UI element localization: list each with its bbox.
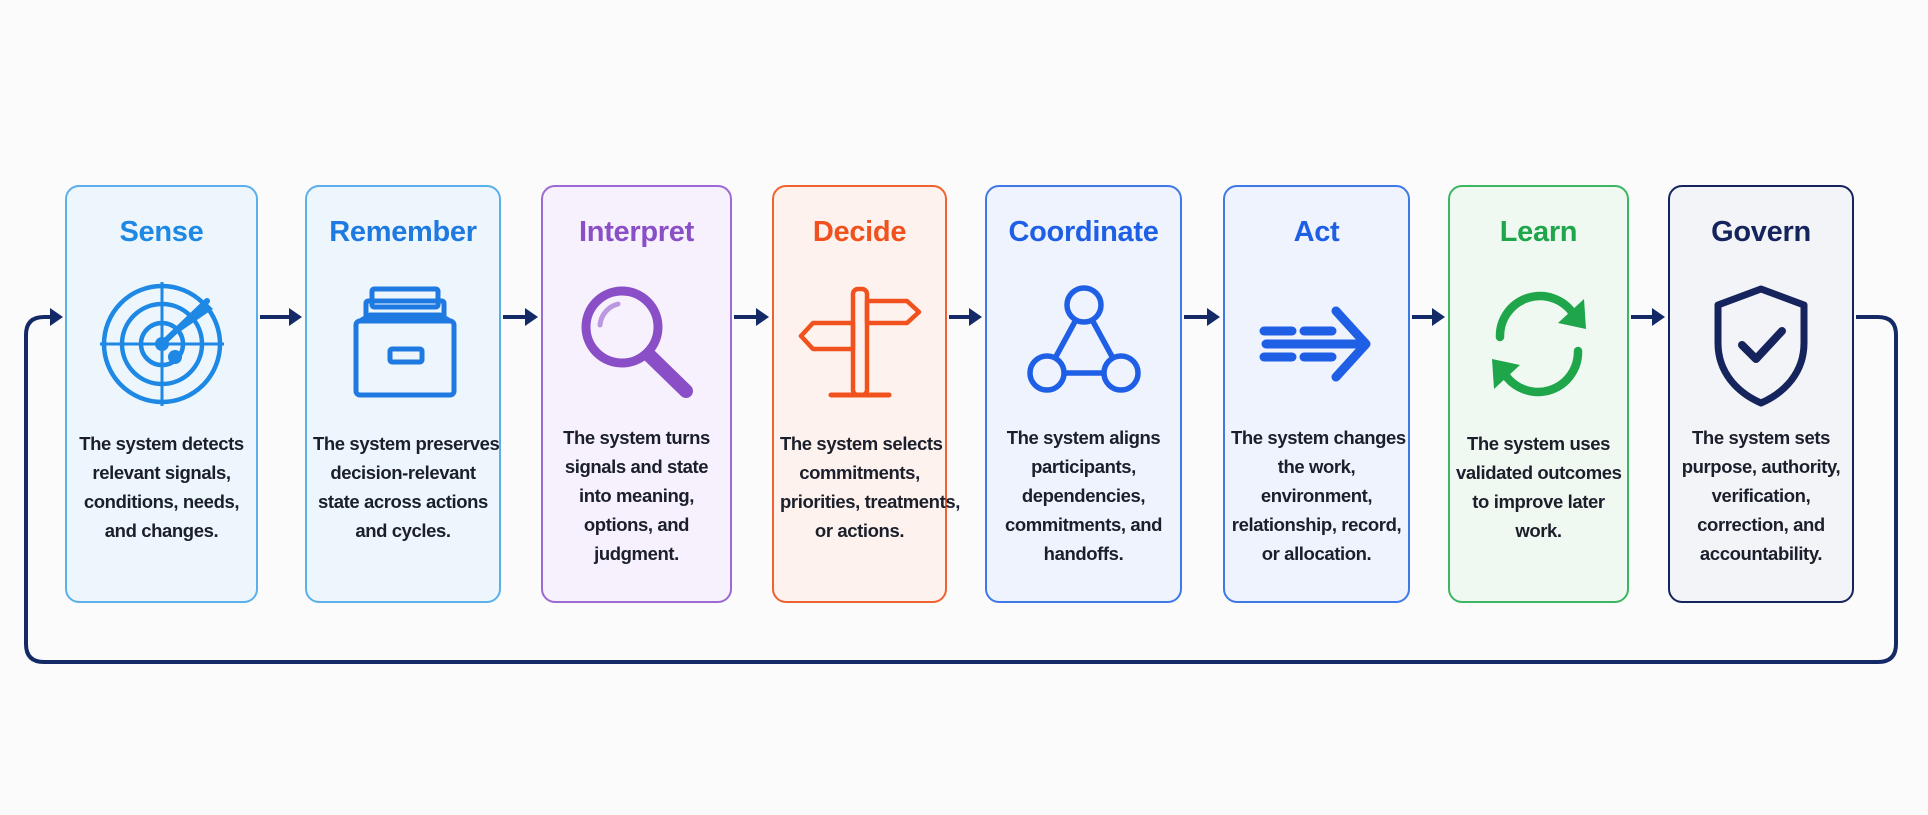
stage-title: Coordinate [1008, 216, 1159, 248]
stage-title: Learn [1499, 216, 1578, 248]
stage-description: The system preserves decision-relevant sta… [313, 429, 500, 545]
description-line: or allocation. [1261, 543, 1372, 564]
stage-description: The system uses validated outcomes to impr… [1456, 429, 1622, 545]
network-nodes-icon [1019, 279, 1149, 409]
description-line: the work, [1277, 456, 1356, 477]
stage-title: Interpret [579, 216, 694, 248]
feedback-loop-line [24, 315, 1898, 664]
description-line: participants, [1031, 456, 1136, 477]
description-line: judgment. [594, 543, 679, 564]
signpost-icon [795, 279, 925, 409]
stage-card-govern: Govern The system sets purpose, authority… [1668, 185, 1854, 603]
description-line: environment, [1260, 485, 1373, 506]
description-line: handoffs. [1043, 543, 1124, 564]
connector-arrowhead [969, 308, 982, 326]
description-line: correction, and [1697, 514, 1825, 535]
description-line: relevant signals, [92, 462, 231, 483]
description-line: purpose, authority, [1681, 456, 1841, 477]
description-line: The system turns [563, 427, 710, 448]
magnifier-icon [572, 279, 702, 409]
refresh-cycle-icon [1474, 279, 1604, 409]
description-line: or actions. [814, 520, 905, 541]
connector-arrowhead [525, 308, 538, 326]
stage-description: The system selects commitments, priorities… [780, 429, 960, 545]
description-line: commitments, [799, 462, 920, 483]
stage-description: The system changes the work, environment, r… [1231, 423, 1406, 568]
stage-card-coordinate: Coordinate The system aligns participants… [985, 185, 1182, 603]
stage-card-remember: Remember The system preserves decision-re… [305, 185, 501, 603]
description-line: to improve later [1472, 491, 1605, 512]
stage-title: Sense [119, 216, 204, 248]
stage-title: Remember [329, 216, 477, 248]
stage-card-sense: Sense The system detects relevant signals… [65, 185, 258, 603]
description-line: The system detects [79, 433, 244, 454]
description-line: relationship, record, [1231, 514, 1402, 535]
stage-description: The system detects relevant signals, condi… [73, 429, 250, 545]
description-line: state across actions [318, 491, 488, 512]
stage-title: Act [1293, 216, 1340, 248]
description-line: verification, [1711, 485, 1811, 506]
description-line: accountability. [1699, 543, 1823, 564]
description-line: The system uses [1466, 433, 1611, 454]
description-line: The system sets [1692, 427, 1830, 448]
stage-description: The system aligns participants, dependenci… [993, 423, 1174, 568]
description-line: validated outcomes [1456, 462, 1622, 483]
shield-check-icon [1696, 279, 1826, 409]
stage-card-decide: Decide The system selects commitments, pri… [772, 185, 960, 603]
description-line: signals and state [564, 456, 709, 477]
stage-card-learn: Learn The system uses validated outcomes t… [1448, 185, 1629, 603]
description-line: priorities, treatments, [780, 491, 960, 512]
stage-title: Decide [812, 216, 907, 248]
radar-icon [97, 279, 227, 409]
forward-arrow-icon [1252, 279, 1382, 409]
connector-arrowhead [1432, 308, 1445, 326]
description-line: dependencies, [1021, 485, 1146, 506]
stage-card-act: Act The system changes the work, environme… [1223, 185, 1410, 603]
connector-arrowhead [756, 308, 769, 326]
description-line: options, and [583, 514, 690, 535]
connector-arrowhead [1207, 308, 1220, 326]
description-line: into meaning, [578, 485, 695, 506]
description-line: The system aligns [1006, 427, 1161, 448]
description-line: The system preserves [313, 433, 500, 454]
stage-card-interpret: Interpret The system turns signals and st… [541, 185, 732, 603]
feedback-loop-arrowhead [50, 308, 63, 326]
description-line: work. [1515, 520, 1562, 541]
file-drawer-icon [338, 279, 468, 409]
connector-arrowhead [289, 308, 302, 326]
description-line: The system changes [1231, 427, 1406, 448]
description-line: The system selects [780, 433, 943, 454]
description-line: decision-relevant [330, 462, 476, 483]
connector-arrowhead [1652, 308, 1665, 326]
stage-description: The system sets purpose, authority, verifi… [1676, 423, 1846, 568]
stage-description: The system turns signals and state into me… [549, 423, 724, 568]
description-line: and cycles. [355, 520, 451, 541]
description-line: conditions, needs, [83, 491, 240, 512]
description-line: and changes. [104, 520, 219, 541]
description-line: commitments, and [1004, 514, 1163, 535]
stage-title: Govern [1711, 216, 1811, 248]
